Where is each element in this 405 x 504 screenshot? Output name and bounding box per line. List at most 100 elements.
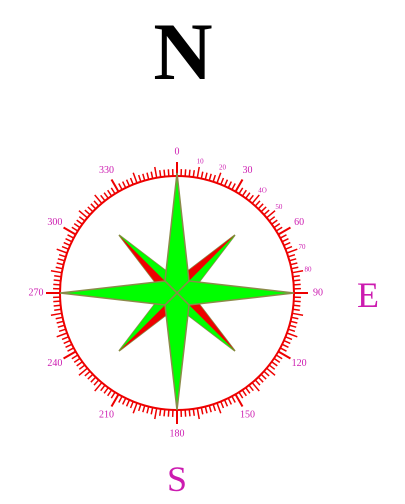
dial-tick xyxy=(108,190,112,196)
dial-tick xyxy=(147,407,149,414)
dial-tick xyxy=(291,267,298,268)
dial-tick xyxy=(246,388,250,394)
dial-tick xyxy=(111,188,115,194)
dial-tick xyxy=(127,180,130,186)
dial-tick xyxy=(201,407,202,414)
dial-tick xyxy=(272,220,278,224)
dial-tick xyxy=(56,267,63,268)
dial-tick xyxy=(111,392,115,398)
dial-tick xyxy=(242,390,246,396)
dial-tick xyxy=(62,337,68,340)
dial-tick xyxy=(282,344,288,347)
degree-label-30: 30 xyxy=(243,165,253,176)
dial-tick xyxy=(274,358,280,362)
degree-label-20: 20 xyxy=(219,164,227,172)
dial-tick xyxy=(189,170,190,177)
dial-tick xyxy=(119,396,122,402)
dial-tick xyxy=(289,259,296,261)
dial-tick xyxy=(193,409,194,416)
dial-tick xyxy=(59,329,66,331)
dial-tick xyxy=(57,333,67,337)
dial-tick xyxy=(255,201,260,206)
dial-tick xyxy=(57,249,67,253)
dial-tick xyxy=(249,195,253,201)
dial-tick xyxy=(291,317,298,318)
dial-tick xyxy=(123,182,126,188)
dial-tick xyxy=(293,305,300,306)
north-letter: N xyxy=(153,6,212,97)
dial-tick xyxy=(143,405,145,412)
dial-tick xyxy=(139,175,141,182)
dial-tick xyxy=(213,175,215,182)
dial-tick xyxy=(217,173,221,183)
dial-tick xyxy=(85,371,90,376)
dial-tick xyxy=(293,276,300,277)
dial-tick xyxy=(288,329,295,331)
dial-tick xyxy=(147,173,149,180)
dial-tick xyxy=(54,280,61,281)
dial-tick xyxy=(85,210,90,215)
dial-tick xyxy=(127,400,130,406)
rose-point-180 xyxy=(165,293,189,410)
south-letter: S xyxy=(167,459,187,499)
dial-tick xyxy=(164,409,165,416)
dial-tick xyxy=(151,407,152,414)
dial-tick xyxy=(54,276,61,277)
dial-tick xyxy=(57,321,64,323)
dial-tick xyxy=(239,392,243,398)
dial-tick xyxy=(209,174,211,181)
dial-tick xyxy=(91,377,96,382)
degree-label-180: 180 xyxy=(170,428,185,439)
dial-tick xyxy=(133,173,137,183)
dial-tick xyxy=(291,263,298,265)
dial-tick xyxy=(119,184,122,190)
dial-tick xyxy=(88,374,93,379)
degree-label-40: 4O xyxy=(258,187,267,195)
dial-tick xyxy=(205,407,207,414)
degree-label-300: 300 xyxy=(47,217,62,228)
dial-tick xyxy=(193,170,194,177)
dial-tick xyxy=(64,341,70,344)
dial-tick xyxy=(284,341,290,344)
dial-tick xyxy=(88,207,93,212)
dial-tick xyxy=(62,247,68,250)
dial-tick xyxy=(221,178,224,184)
degree-label-90: 90 xyxy=(313,287,323,298)
degree-label-210: 210 xyxy=(99,409,114,420)
dial-tick xyxy=(79,217,85,221)
dial-tick xyxy=(189,409,190,416)
dial-tick xyxy=(72,227,78,231)
dial-tick xyxy=(217,403,221,413)
dial-tick xyxy=(160,170,161,177)
dial-tick xyxy=(131,401,134,407)
dial-tick xyxy=(285,337,291,340)
dial-tick xyxy=(258,204,263,209)
dial-tick xyxy=(292,313,303,315)
dial-tick xyxy=(101,195,105,201)
dial-tick xyxy=(57,263,64,265)
dial-tick xyxy=(77,362,83,366)
dial-tick xyxy=(68,235,74,238)
dial-tick xyxy=(276,227,282,231)
dial-tick xyxy=(269,365,275,369)
dial-tick xyxy=(131,178,134,184)
degree-label-120: 120 xyxy=(292,358,307,369)
dial-tick xyxy=(94,380,99,385)
dial-tick xyxy=(143,174,145,181)
dial-tick xyxy=(213,404,215,411)
degree-label-330: 330 xyxy=(99,165,114,176)
degree-label-50: 50 xyxy=(275,203,283,211)
dial-tick xyxy=(264,371,269,376)
dial-tick xyxy=(221,401,224,407)
dial-tick xyxy=(101,385,105,391)
dial-tick xyxy=(272,362,278,366)
dial-tick xyxy=(108,390,112,396)
degree-label-70: 70 xyxy=(298,243,306,251)
dial-tick xyxy=(276,355,282,359)
degree-label-150: 150 xyxy=(240,409,255,420)
dial-tick xyxy=(258,377,263,382)
dial-tick xyxy=(242,190,246,196)
dial-tick xyxy=(155,167,157,178)
dial-tick xyxy=(228,182,231,188)
dial-tick xyxy=(280,235,286,238)
